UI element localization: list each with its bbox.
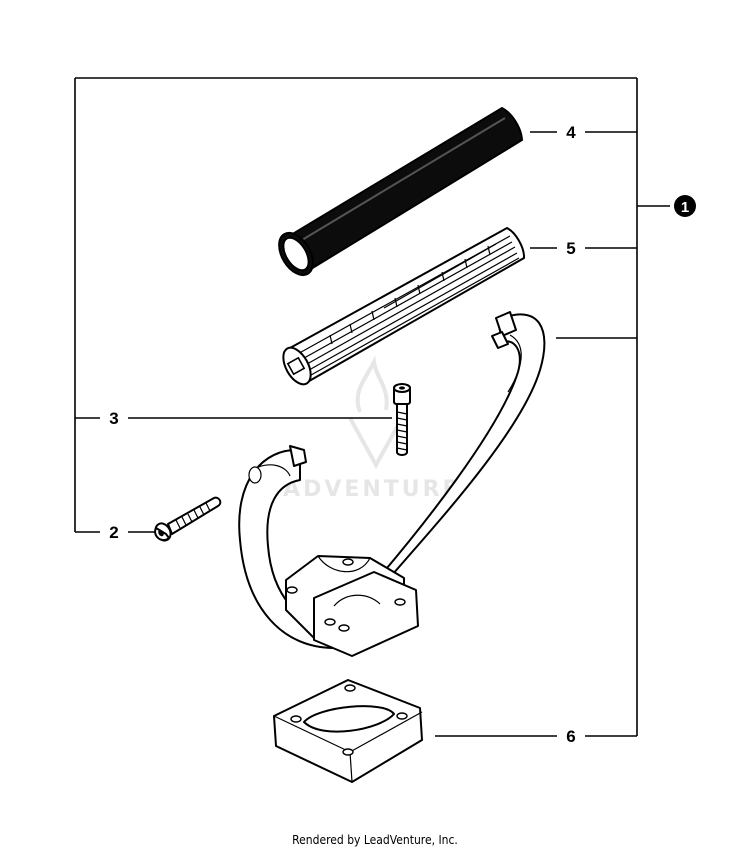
part-grip-sleeve: [278, 106, 524, 276]
assembly-callout-number: 1: [681, 199, 689, 216]
footer-credit: Rendered by LeadVenture, Inc.: [292, 833, 458, 847]
leader-lines: [74, 77, 670, 737]
part-loop-handle: [238, 311, 546, 657]
callout-5: 5: [566, 239, 575, 258]
watermark-logo: [348, 355, 404, 470]
callout-6: 6: [566, 727, 575, 746]
part-screw-diagonal: [154, 496, 222, 542]
part-screw-vertical: [393, 383, 411, 456]
callout-3: 3: [109, 409, 118, 428]
callout-2: 2: [109, 523, 118, 542]
callouts: 1 4 5 3 2 6: [109, 123, 696, 746]
assembly-callout-badge: [674, 195, 696, 217]
callout-4: 4: [566, 123, 576, 142]
part-splined-shaft: [282, 227, 526, 386]
part-lower-clamp: [273, 679, 423, 783]
